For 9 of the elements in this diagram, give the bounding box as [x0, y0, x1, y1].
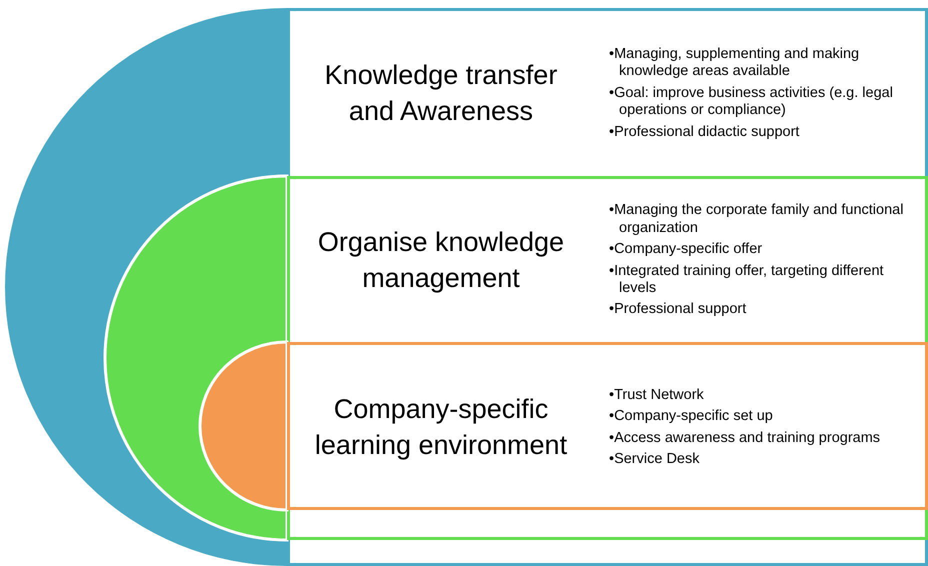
bullet-item: •Professional didactic support: [609, 124, 800, 141]
bullet-item: •Company-specific offer: [609, 241, 764, 258]
bullet-item: •Managing, supplementing and making knowledge areas available: [609, 46, 860, 81]
bullet-item: •Professional support: [609, 301, 748, 319]
bullet-item: •Goal: improve business activities (e.g. legal operations or compliance): [609, 84, 894, 120]
bullet-item: •Integrated training offer, targeting different levels: [609, 262, 885, 298]
section-heading: Knowledge transfer and Awareness: [324, 59, 558, 128]
bullet-item: •Managing the corporate family and functional organization: [609, 202, 904, 238]
section-heading: Organise knowledge management: [316, 226, 566, 295]
